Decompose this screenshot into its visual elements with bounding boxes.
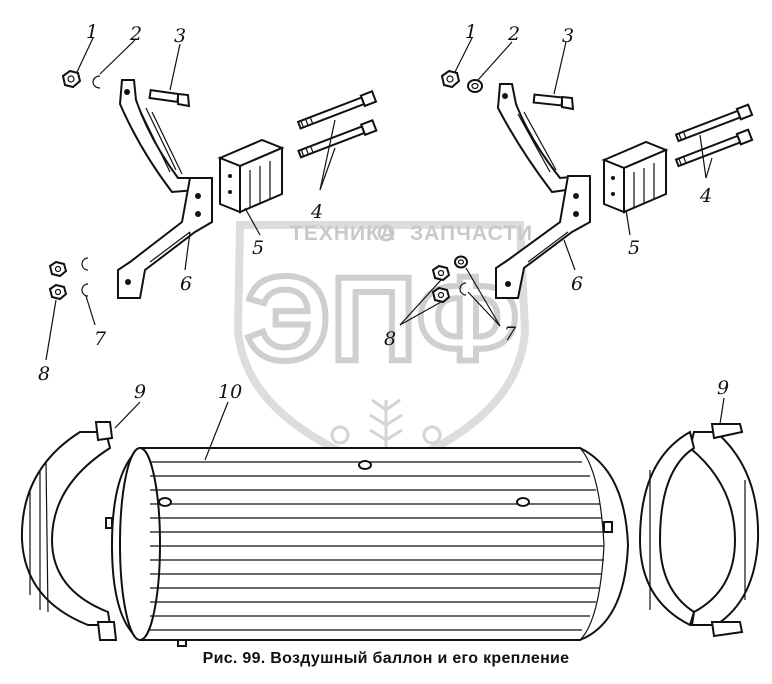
left-strap-9 (20, 421, 118, 641)
watermark-gear-icon (377, 224, 395, 242)
callout-labels: 1 2 3 4 5 6 7 8 1 2 3 4 5 6 7 8 9 9 10 (38, 21, 729, 403)
bolt-3-right (532, 93, 575, 111)
washer-2-left (92, 75, 101, 89)
nut-1-left (61, 69, 82, 89)
watermark-logo: ЭПФ (245, 252, 519, 386)
label-9-right: 9 (717, 377, 729, 399)
bolt-3-left (148, 88, 191, 108)
label-5-right: 5 (628, 237, 640, 259)
label-8-left: 8 (38, 363, 50, 385)
label-3-left: 3 (174, 25, 186, 47)
washers-7-right (454, 255, 501, 327)
label-6-right: 6 (571, 273, 583, 295)
long-bolts-4-left (296, 90, 378, 191)
label-7-left: 7 (94, 328, 107, 350)
label-7-right: 7 (504, 323, 517, 345)
washer-2-right (467, 79, 483, 93)
right-fastener-set (399, 69, 754, 327)
label-10: 10 (218, 381, 242, 403)
nuts-8-right (399, 264, 451, 326)
left-fastener-set (48, 69, 378, 301)
nut-1-right (440, 69, 461, 89)
leader-lines (45, 37, 725, 461)
right-strap-9 (638, 423, 760, 638)
figure-caption: Рис. 99. Воздушный баллон и его креплени… (202, 650, 570, 667)
label-1-right: 1 (465, 21, 477, 43)
label-2-left: 2 (129, 23, 142, 45)
watermark-text-left: ТЕХНИКА (290, 222, 396, 245)
watermark: ТЕХНИКА ЗАПЧАСТИ ЭПФ (233, 221, 533, 475)
washers-7-left (81, 257, 89, 297)
watermark-wheat-icon (330, 398, 442, 470)
label-4-left: 4 (310, 201, 323, 223)
nuts-8-left (48, 260, 68, 301)
label-5-left: 5 (252, 237, 264, 259)
rubber-block-5-right (601, 140, 669, 214)
rubber-block-5-left (217, 138, 285, 214)
label-6-left: 6 (180, 273, 192, 295)
label-2-right: 2 (507, 23, 520, 45)
lower-bracket-6-left (117, 177, 213, 299)
label-9-left: 9 (134, 381, 146, 403)
label-1-left: 1 (86, 21, 98, 43)
watermark-text-right: ЗАПЧАСТИ (410, 222, 533, 245)
air-cylinder-10 (105, 447, 630, 647)
lower-bracket-6-right (495, 175, 591, 299)
label-8-right: 8 (384, 328, 396, 350)
label-4-right: 4 (699, 185, 712, 207)
label-3-right: 3 (562, 25, 574, 47)
long-bolts-4-right (674, 103, 754, 179)
